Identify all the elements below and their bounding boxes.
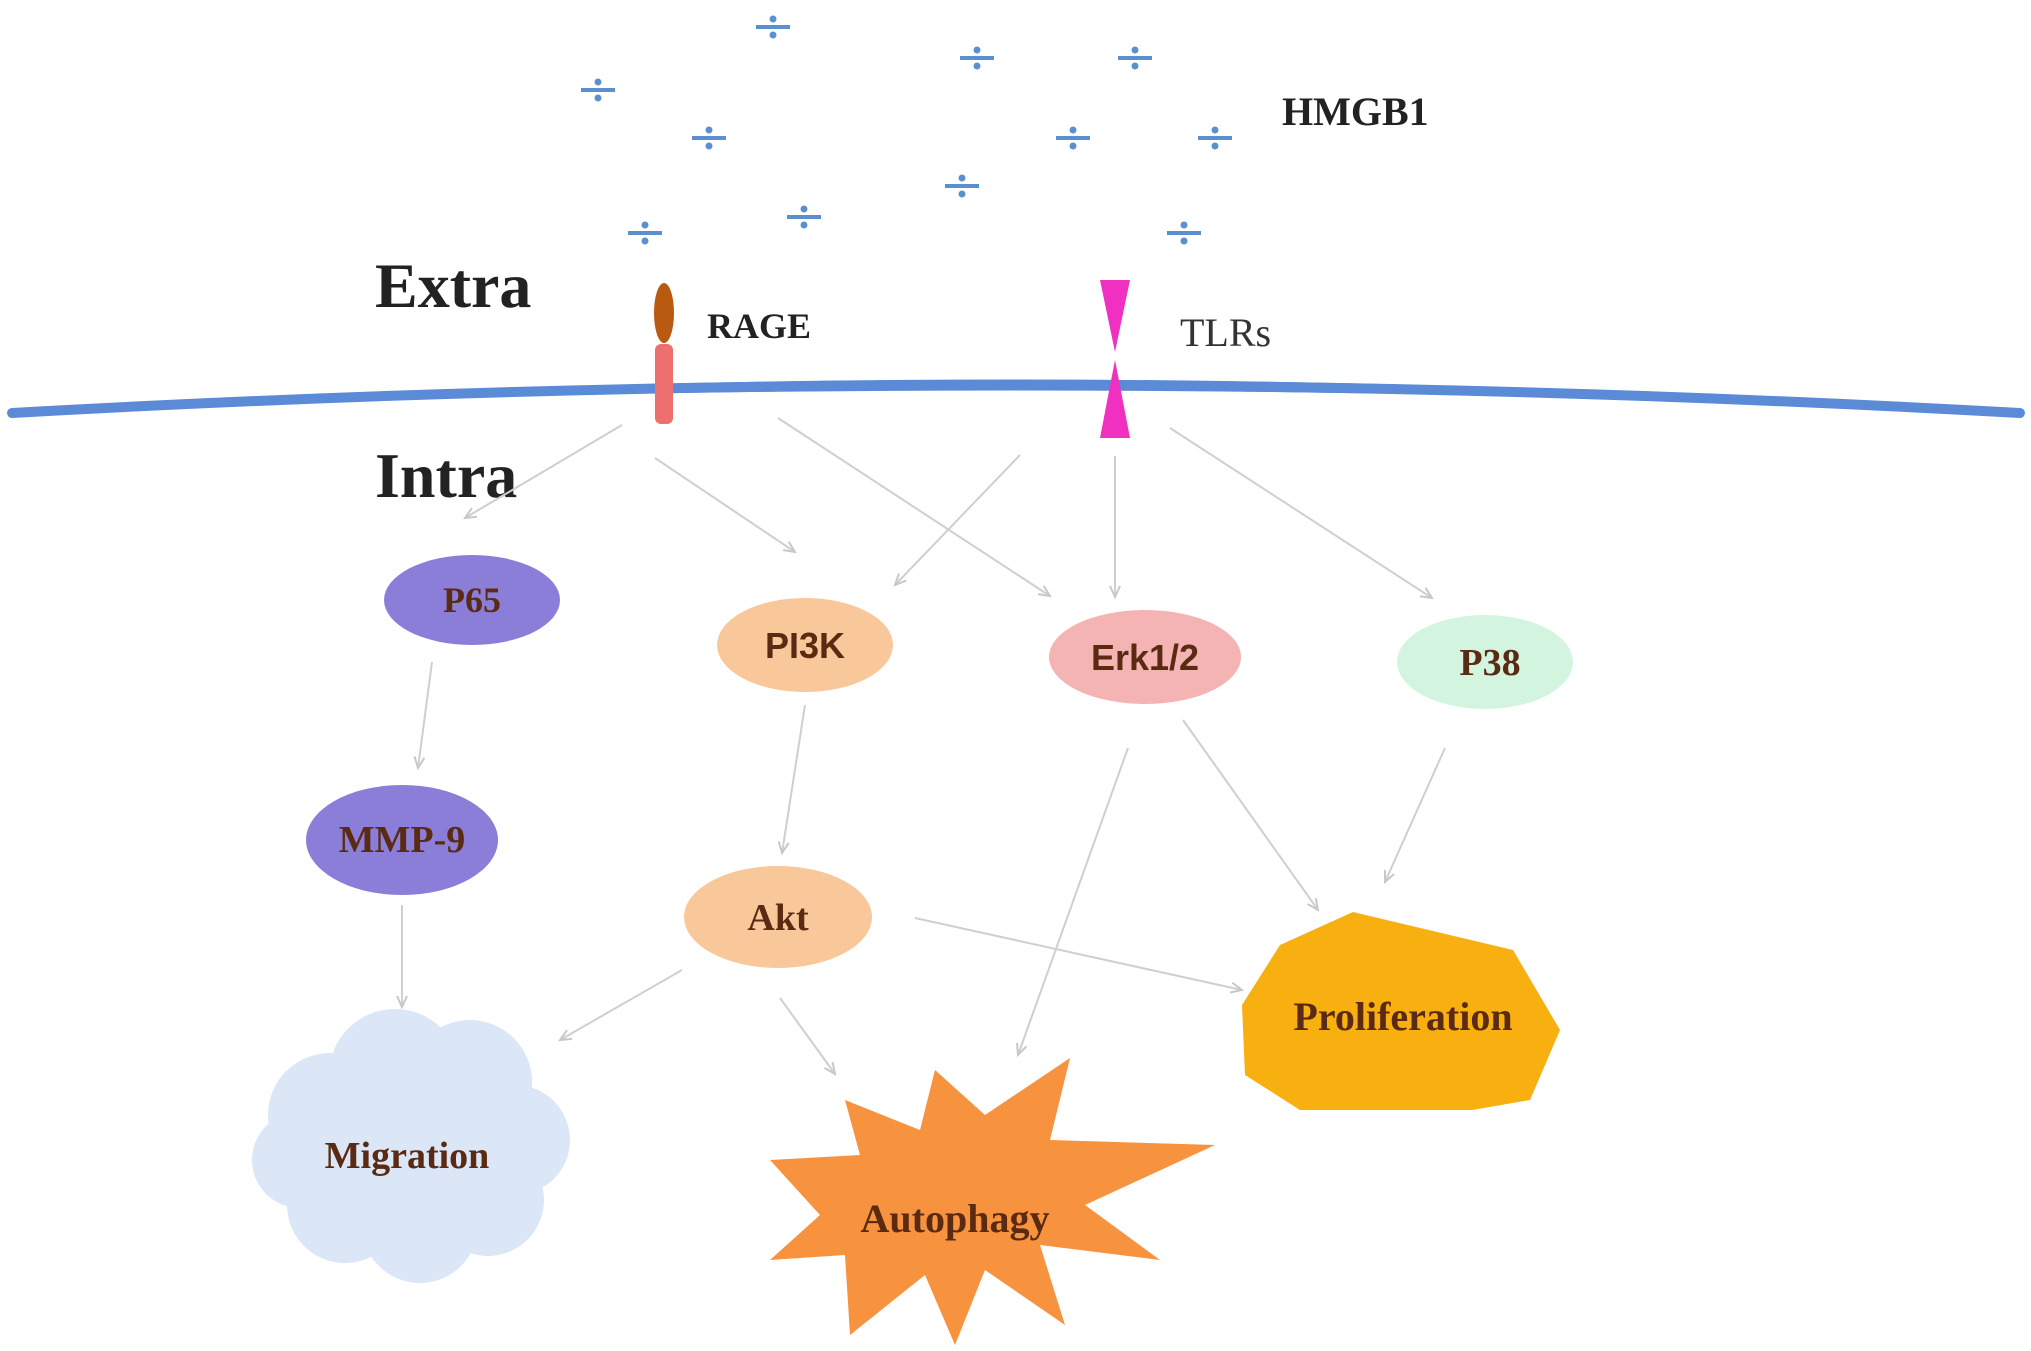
hmgb1-molecules <box>581 15 1232 245</box>
arrow-p65-mmp9 <box>418 661 433 768</box>
node-erk-shape <box>1049 610 1241 704</box>
hmgb1-molecule-icon <box>692 126 726 150</box>
tlrs-receptor-bottom <box>1100 360 1130 438</box>
hmgb1-molecule-icon <box>960 46 994 70</box>
hmgb1-molecule-icon <box>1118 46 1152 70</box>
rage-receptor <box>654 283 674 424</box>
outcome-autophagy: Autophagy <box>770 1058 1215 1345</box>
rage-label: RAGE <box>707 306 811 346</box>
node-erk: Erk1/2 <box>1049 610 1241 704</box>
node-pi3k: PI3K <box>717 598 893 692</box>
node-akt: Akt <box>684 866 872 968</box>
arrow-tlrs-pi3k <box>895 454 1021 585</box>
node-p38-label: P38 <box>1459 642 1520 684</box>
arrow-akt-proliferation <box>914 917 1242 990</box>
proliferation-heptagon-shape <box>1242 912 1560 1110</box>
node-p65: P65 <box>384 555 560 645</box>
arrow-akt-autophagy <box>779 997 835 1074</box>
hmgb1-molecule-icon <box>581 78 615 102</box>
node-p38-shape <box>1397 615 1573 709</box>
hmgb1-molecule-icon <box>1056 126 1090 150</box>
node-erk-label: Erk1/2 <box>1091 637 1199 678</box>
hmgb1-label: HMGB1 <box>1282 89 1429 134</box>
node-mmp9-label: MMP-9 <box>339 819 466 861</box>
node-akt-label: Akt <box>747 897 809 939</box>
outcome-proliferation-label: Proliferation <box>1293 994 1512 1039</box>
tlrs-label: TLRs <box>1180 310 1271 355</box>
arrow-rage-erk <box>777 417 1050 596</box>
node-p38: P38 <box>1397 615 1573 709</box>
signaling-arrows <box>402 417 1446 1074</box>
hmgb1-molecule-icon <box>756 15 790 39</box>
arrow-erk-autophagy <box>1018 747 1129 1055</box>
node-mmp9: MMP-9 <box>306 785 498 895</box>
node-p65-label: P65 <box>443 580 501 620</box>
tlrs-receptor-top <box>1100 280 1130 352</box>
arrow-pi3k-akt <box>782 704 806 853</box>
arrow-rage-pi3k <box>654 457 795 552</box>
arrow-erk-proliferation <box>1182 719 1318 910</box>
node-akt-shape <box>684 866 872 968</box>
cell-membrane-edge <box>7 380 2025 418</box>
intra-label: Intra <box>375 440 517 511</box>
rage-receptor-head <box>654 283 674 343</box>
outcome-migration: Migration <box>252 1009 570 1283</box>
hmgb1-molecule-icon <box>1167 221 1201 245</box>
arrow-akt-migration <box>560 969 683 1040</box>
node-mmp9-shape <box>306 785 498 895</box>
hmgb1-molecule-icon <box>628 221 662 245</box>
hmgb1-molecule-icon <box>945 174 979 198</box>
migration-cloud-shape <box>252 1009 570 1283</box>
node-p65-shape <box>384 555 560 645</box>
node-pi3k-label: PI3K <box>765 625 845 666</box>
hmgb1-molecule-icon <box>1198 126 1232 150</box>
hmgb1-molecule-icon <box>787 205 821 229</box>
outcome-proliferation: Proliferation <box>1242 912 1560 1110</box>
outcome-migration-label: Migration <box>325 1135 490 1177</box>
autophagy-starburst-shape <box>770 1058 1215 1345</box>
extra-label: Extra <box>375 250 531 321</box>
arrow-p38-proliferation <box>1385 747 1446 882</box>
rage-receptor-body <box>655 344 673 424</box>
arrow-rage-p65 <box>465 424 623 518</box>
tlrs-receptor <box>1100 280 1130 438</box>
node-pi3k-shape <box>717 598 893 692</box>
arrow-tlrs-p38 <box>1169 427 1432 598</box>
outcome-autophagy-label: Autophagy <box>861 1196 1050 1241</box>
